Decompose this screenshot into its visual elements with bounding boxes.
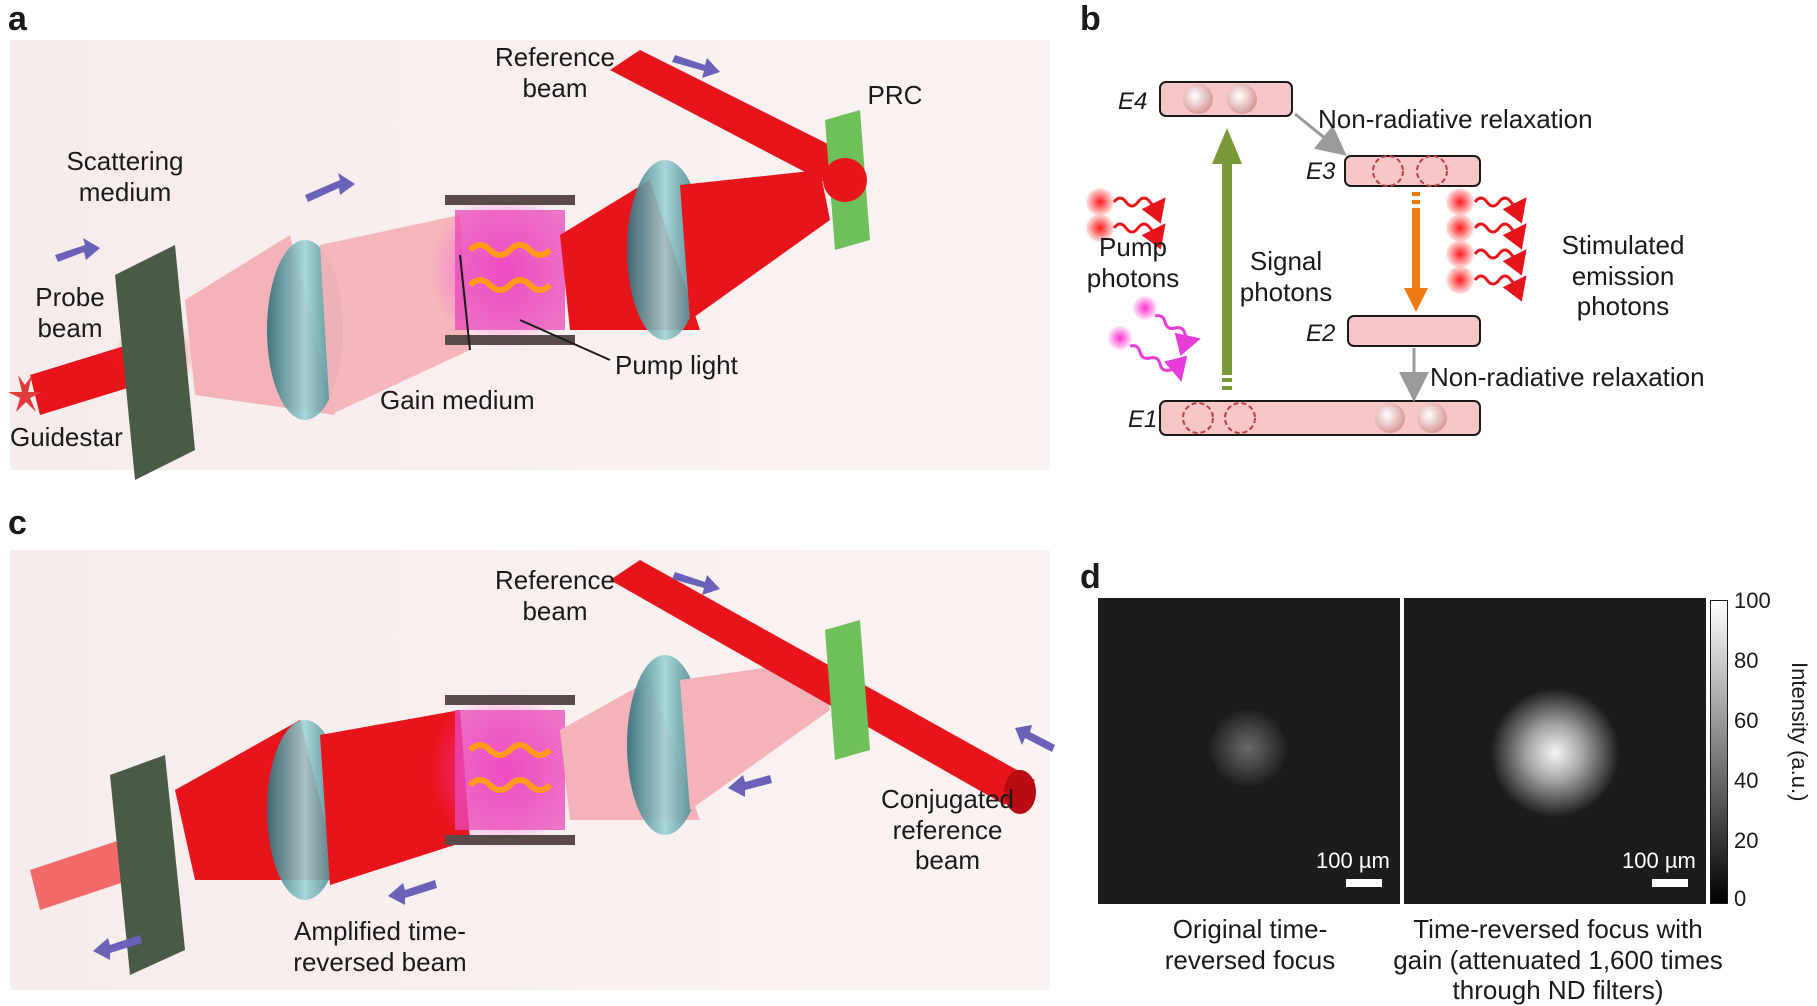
stimulated-photon-icon [1446,214,1474,242]
colorbar-tick: 0 [1734,886,1747,911]
prc-crystal [825,620,870,760]
pump-transition-arrow [1212,128,1242,164]
panel-c-scene [10,550,1055,990]
colorbar-tick: 60 [1734,708,1759,733]
label-nonrad-top: Non-radiative relaxation [1318,104,1593,134]
label-reference-beam-a: Reference beam [495,42,615,103]
colorbar [1710,600,1728,904]
panel-letter-a: a [8,0,27,38]
label-prc: PRC [867,80,923,110]
label-scattering-medium: Scattering medium [66,146,184,207]
caption-gain: Time-reversed focus with gain (attenuate… [1393,914,1723,1006]
label-conjugated-reference: Conjugated reference beam [881,784,1014,876]
panel-a-scene [8,40,1050,480]
stimulated-photon-icon [1446,266,1474,294]
panel-letter-c: c [8,504,27,542]
direction-arrow-icon [93,935,142,960]
label-e1: E1 [1128,406,1158,433]
colorbar-tick: 20 [1734,828,1759,853]
scattering-medium-plate [115,245,195,480]
colorbar-tick: 80 [1734,648,1759,673]
nonrad-arrow-top [1294,112,1347,156]
pump-photon-icon [1108,326,1132,350]
colorbar-tick: 100 [1734,588,1771,613]
label-pump-photons: Pump photons [1086,232,1180,293]
scattering-medium-plate [110,755,185,975]
panel-letter-b: b [1080,0,1101,38]
label-amplified: Amplified time- reversed beam [293,916,467,977]
label-gain-medium: Gain medium [380,385,535,415]
direction-arrow-icon [1015,725,1055,752]
label-nonrad-bottom: Non-radiative relaxation [1430,362,1705,392]
direction-arrow-icon [728,775,772,797]
image-original-focus: 100 µm [1098,598,1400,904]
label-e3: E3 [1306,158,1336,185]
scale-label-left: 100 µm [1316,848,1390,873]
label-guidestar: Guidestar [10,422,123,452]
colorbar-title: Intensity (a.u.) [1787,662,1812,802]
stimulated-photon-icon [1446,240,1474,268]
label-signal-photons: Signal photons [1239,246,1333,307]
direction-arrow-icon [388,880,437,905]
label-pump-light: Pump light [615,350,738,380]
scale-bar-left [1346,879,1382,887]
emission-transition-arrow [1404,288,1428,312]
stimulated-photon-icon [1446,188,1474,216]
direction-arrow-icon [55,238,100,262]
caption-original: Original time- reversed focus [1164,914,1336,975]
level-e2 [1347,315,1481,347]
colorbar-tick: 40 [1734,768,1759,793]
panel-letter-d: d [1080,558,1101,596]
signal-photon-icon [1086,214,1114,242]
panel-b-energy-diagram [1086,81,1527,436]
direction-arrow-icon [305,173,355,202]
signal-photon-icon [1086,188,1114,216]
direction-arrow-icon [672,572,720,595]
image-gain-focus: 100 µm [1404,598,1706,904]
direction-arrow-icon [672,55,720,78]
level-e4 [1159,81,1293,117]
level-e3 [1344,155,1481,187]
scale-label-right: 100 µm [1622,848,1696,873]
pump-photon-icon [1133,296,1157,320]
label-e2: E2 [1306,320,1336,347]
label-stimulated-photons: Stimulated emission photons [1561,230,1685,322]
gain-medium-cell [455,710,565,830]
gain-medium-cell [455,210,565,330]
scale-bar-right [1652,879,1688,887]
guidestar-icon [8,375,42,412]
label-e4: E4 [1118,88,1148,115]
label-probe-beam: Probe beam [35,282,105,343]
label-reference-beam-c: Reference beam [495,565,615,626]
